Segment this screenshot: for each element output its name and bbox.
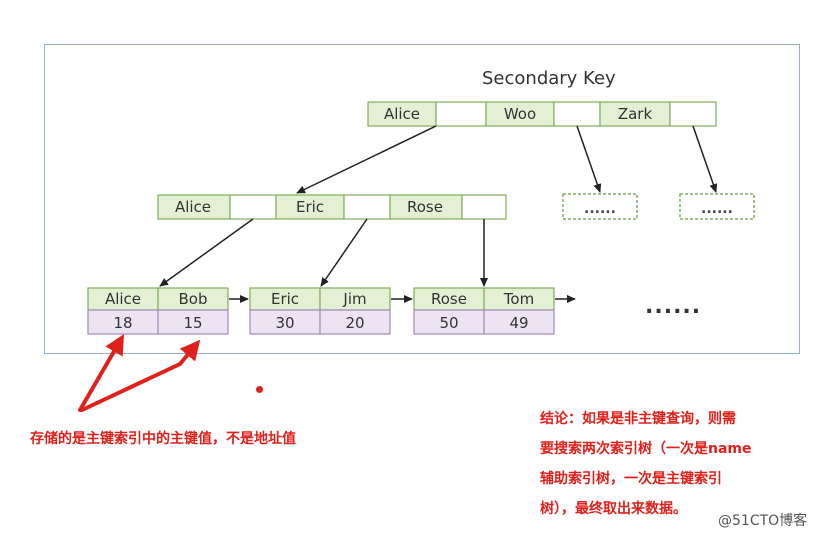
arrow-middle-to-leaf-1 xyxy=(159,218,254,287)
leaf-key: Eric xyxy=(271,290,299,308)
conclusion-note: 结论：如果是非主键查询，则需 要搜索两次索引树（一次是name 辅助索引树，一次… xyxy=(540,404,820,524)
leaf-value: 18 xyxy=(113,314,132,332)
leaf-value: 20 xyxy=(345,314,364,332)
leaf-key: Alice xyxy=(105,290,141,308)
leaf-key: Bob xyxy=(179,290,208,308)
placeholder-label: ...... xyxy=(701,201,733,217)
middle-node: Alice Eric Rose xyxy=(157,194,507,220)
leaf-value: 30 xyxy=(275,314,294,332)
tree-arrows xyxy=(159,125,718,303)
root-node: Alice Woo Zark xyxy=(367,101,717,127)
diagram-title: Secondary Key xyxy=(482,68,616,89)
leaf-node-2: Eric Jim 30 20 xyxy=(249,287,391,335)
arrow-root-to-middle xyxy=(296,125,437,194)
arrow-middle-to-leaf-2 xyxy=(320,218,368,287)
conclusion-line: 辅助索引树，一次是主键索引 xyxy=(540,471,722,487)
placeholder-label: ...... xyxy=(584,201,616,217)
red-arrow-to-15 xyxy=(80,339,201,412)
leaf-key: Rose xyxy=(431,290,467,308)
conclusion-line: 树），最终取出来数据。 xyxy=(540,501,687,517)
leaf-key: Jim xyxy=(342,290,366,308)
leaf-value: 50 xyxy=(439,314,458,332)
leaf-key: Tom xyxy=(503,290,534,308)
red-annotation-arrows xyxy=(78,334,201,412)
leaf-value: 15 xyxy=(183,314,202,332)
arrow-root-to-placeholder-2 xyxy=(692,125,718,193)
placeholder-node-2: ...... xyxy=(679,193,755,220)
conclusion-line: 要搜索两次索引树（一次是name xyxy=(540,441,752,457)
root-key-zark: Zark xyxy=(618,105,653,123)
leaf-node-3: Rose Tom 50 49 xyxy=(413,287,555,335)
primary-key-value-note: 存储的是主键索引中的主键值，不是地址值 xyxy=(30,431,296,447)
conclusion-line: 结论：如果是非主键查询，则需 xyxy=(540,411,736,427)
watermark: @51CTO博客 xyxy=(718,513,808,529)
red-dot-mark xyxy=(256,386,263,393)
leaf-value: 49 xyxy=(509,314,528,332)
middle-key-eric: Eric xyxy=(296,198,324,216)
more-leaves-ellipsis: ...... xyxy=(645,294,701,319)
middle-key-alice: Alice xyxy=(175,198,211,216)
leaf-node-1: Alice Bob 18 15 xyxy=(87,287,229,335)
middle-key-rose: Rose xyxy=(407,198,443,216)
arrow-root-to-placeholder-1 xyxy=(576,125,602,193)
root-key-alice: Alice xyxy=(384,105,420,123)
red-arrow-to-18 xyxy=(78,334,125,412)
root-key-woo: Woo xyxy=(504,105,536,123)
placeholder-node-1: ...... xyxy=(562,193,638,220)
